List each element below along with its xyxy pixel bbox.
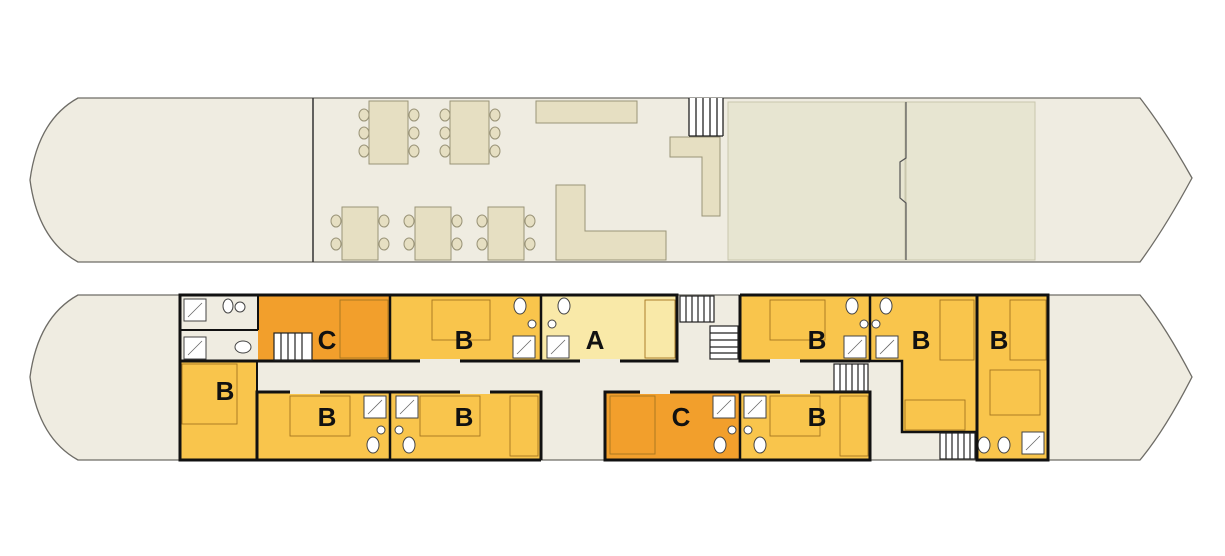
door-gaps <box>290 359 810 394</box>
cabin-label-b: B <box>990 325 1009 355</box>
cabin-label-a: A <box>586 325 605 355</box>
bar-area <box>535 100 721 261</box>
bed-icon <box>181 299 1047 457</box>
bar-counter-icon <box>555 184 667 261</box>
staircase-icon <box>679 295 715 323</box>
upper-deck <box>29 97 1193 263</box>
cabin-label-b: B <box>808 402 827 432</box>
dining-table-icon <box>330 206 390 261</box>
cabin-label-b: B <box>455 325 474 355</box>
dining-table-icon <box>476 206 536 261</box>
staircase-icon <box>833 363 869 392</box>
cabin-label-b: B <box>912 325 931 355</box>
bathroom-fixtures <box>183 297 1045 455</box>
lounge-area-icon <box>727 101 1036 261</box>
dining-table-icon <box>403 206 463 261</box>
cabin-b-2 <box>180 361 257 460</box>
service-counter <box>669 136 721 217</box>
dining-area <box>330 100 536 261</box>
cabin-label-c: C <box>318 325 337 355</box>
staircase-icon <box>273 332 313 361</box>
cabin-label-b: B <box>808 325 827 355</box>
shower-drain-marks <box>187 302 1041 451</box>
lounge-partition <box>899 102 907 260</box>
lower-deck: C B A B B B B B B C B <box>29 293 1193 462</box>
dining-table-icon <box>358 100 420 165</box>
toilet-icon <box>222 297 1011 454</box>
staircase-icon <box>939 432 976 460</box>
cabin-labels: C B A B B B B B B C B <box>216 325 1009 432</box>
sink-icon <box>234 301 881 435</box>
cabin-b-7 <box>870 295 977 432</box>
staircase-icon <box>709 325 739 360</box>
cabin-label-c: C <box>672 402 691 432</box>
cabin-label-b: B <box>318 402 337 432</box>
sideboard <box>535 100 638 124</box>
cabin-label-b: B <box>216 376 235 406</box>
staircase-icon <box>688 98 724 137</box>
cabin-label-b: B <box>455 402 474 432</box>
dining-table-icon <box>439 100 501 165</box>
